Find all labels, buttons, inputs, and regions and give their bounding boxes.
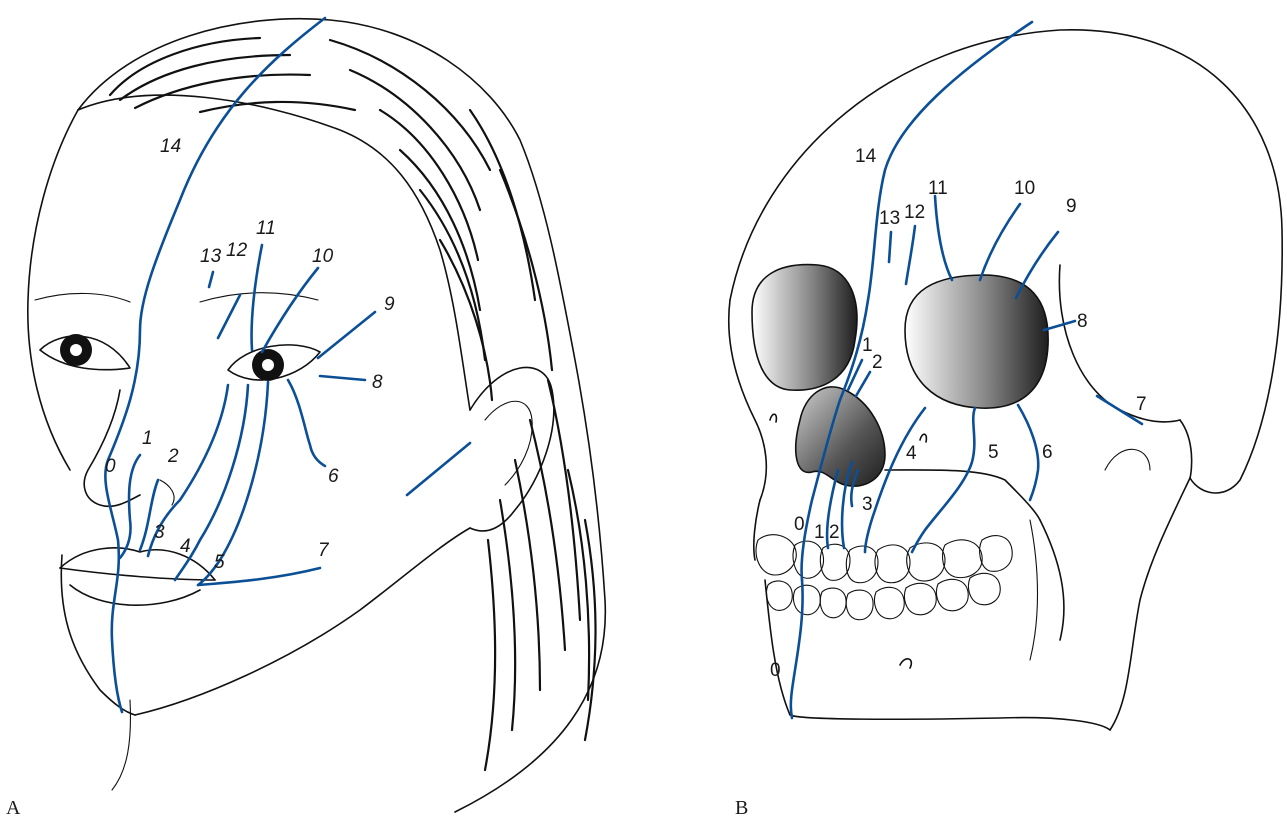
cleft-line-a-13	[209, 272, 213, 287]
panel-a-label: A	[6, 797, 21, 819]
panel-b-label: B	[735, 797, 748, 819]
panel-a-cleft-numbers: 0 1 2 3 4 5 6 7 8 9 10 11 12 13 14	[105, 136, 395, 573]
cleft-number-a-9: 9	[384, 294, 395, 315]
cleft-line-b-12	[906, 226, 915, 284]
cleft-line-b-13	[889, 232, 891, 262]
cleft-number-a-6: 6	[328, 466, 339, 487]
cleft-number-b-2: 2	[872, 352, 883, 373]
cleft-number-b-9: 9	[1066, 196, 1077, 217]
cleft-number-b-8: 8	[1077, 311, 1088, 332]
cleft-number-b-12: 12	[904, 202, 925, 223]
cleft-number-a-12: 12	[226, 240, 248, 261]
cleft-number-b-3: 3	[862, 494, 873, 515]
cleft-line-a-1	[120, 455, 140, 558]
cleft-number-b-4: 4	[906, 443, 917, 464]
cleft-line-b-10	[980, 204, 1020, 280]
cleft-line-b-11	[935, 196, 952, 280]
face-illustration	[28, 19, 606, 812]
left-orbit	[752, 265, 857, 391]
cleft-line-b-0	[791, 580, 803, 718]
cleft-number-b-10: 10	[1014, 178, 1035, 199]
cleft-number-b-inner-2: 2	[829, 522, 840, 543]
cleft-number-b-0: 0	[770, 660, 781, 681]
cleft-number-b-14: 14	[855, 146, 877, 167]
cleft-number-b-11: 11	[928, 178, 948, 199]
cleft-line-a-5	[198, 382, 268, 585]
cleft-line-a-6	[288, 380, 325, 466]
cleft-number-a-3: 3	[154, 522, 165, 543]
cleft-number-a-5: 5	[214, 552, 225, 573]
cleft-number-a-11: 11	[256, 218, 276, 239]
cleft-number-b-inner-1: 1	[814, 522, 825, 543]
cleft-line-b-5	[912, 408, 975, 552]
cleft-number-a-14: 14	[160, 136, 181, 157]
cleft-number-a-8: 8	[372, 372, 383, 393]
cleft-line-a-0-14	[105, 18, 325, 712]
cleft-number-a-4: 4	[180, 536, 191, 557]
cleft-number-b-1: 1	[862, 335, 873, 356]
skull-illustration	[729, 30, 1282, 730]
cleft-line-a-11	[252, 245, 262, 350]
cleft-number-a-1: 1	[142, 428, 153, 449]
cleft-line-a-8	[320, 376, 365, 380]
cleft-line-a-ear	[407, 443, 470, 495]
cleft-line-b-2-upper	[856, 372, 870, 396]
cleft-line-a-9	[318, 312, 375, 358]
cleft-number-b-inner-0: 0	[794, 514, 805, 535]
cleft-number-a-13: 13	[200, 246, 222, 267]
cleft-number-a-2: 2	[167, 446, 179, 467]
cleft-number-b-6: 6	[1042, 442, 1053, 463]
cleft-number-a-0: 0	[105, 456, 116, 477]
cleft-number-b-13: 13	[879, 208, 900, 229]
cleft-line-b-9	[1016, 232, 1058, 298]
cleft-line-b-6	[1018, 405, 1038, 500]
cleft-number-b-5: 5	[988, 442, 999, 463]
right-orbit	[905, 275, 1048, 408]
cleft-line-b-8	[1044, 321, 1075, 330]
panel-a-cleft-lines	[105, 18, 470, 712]
cleft-number-a-10: 10	[312, 246, 334, 267]
cleft-number-a-7: 7	[318, 540, 330, 561]
cleft-number-b-7: 7	[1136, 394, 1147, 415]
cleft-line-a-10	[262, 268, 318, 352]
cleft-line-a-12	[218, 295, 240, 338]
